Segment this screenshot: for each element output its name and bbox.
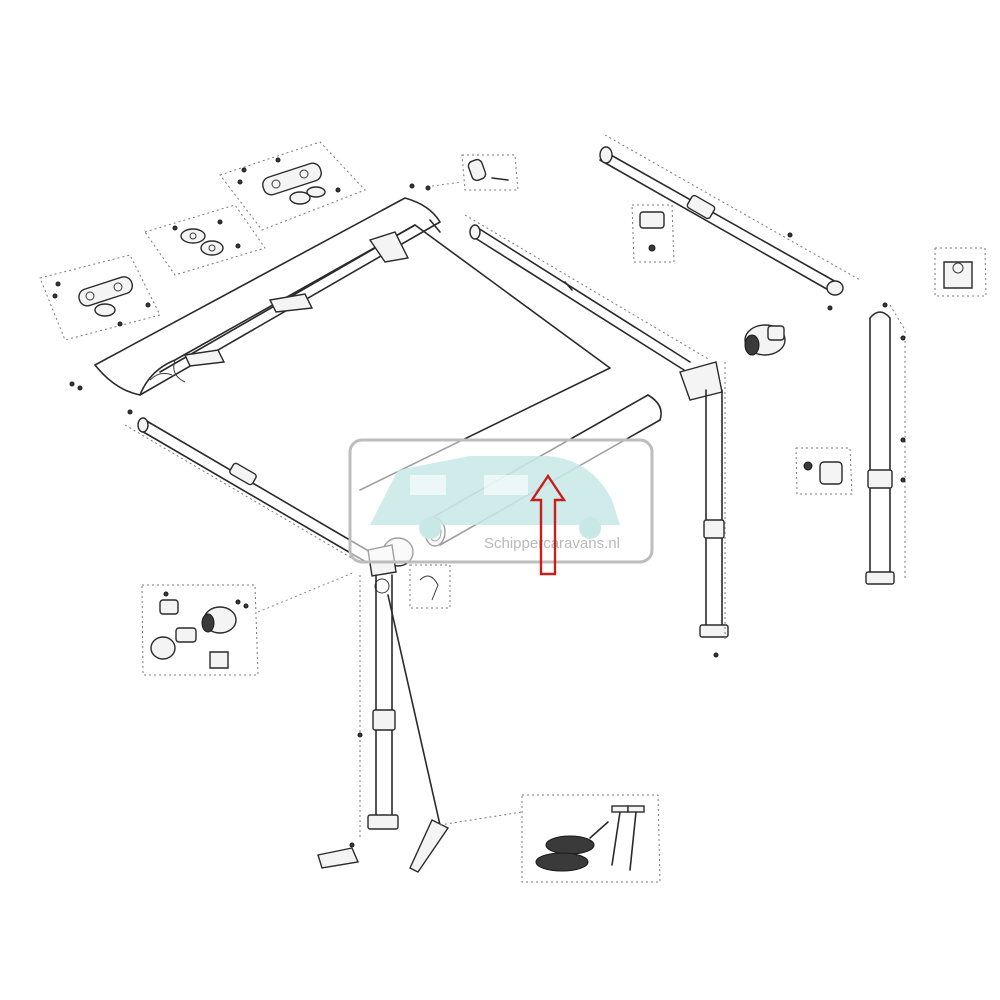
clip-kit xyxy=(631,204,675,263)
front-leg xyxy=(317,574,399,869)
upper-right-bar xyxy=(599,134,861,311)
joint-right xyxy=(744,324,786,356)
watermark-logo: Schippercaravans.nl xyxy=(348,438,654,564)
awning-canvas xyxy=(69,197,611,491)
rear-leg-center xyxy=(679,361,729,658)
rear-leg-right xyxy=(865,302,906,585)
end-cap-right xyxy=(934,247,987,297)
screw-set-top xyxy=(409,154,519,191)
highlight-arrow-up xyxy=(529,473,567,576)
strut-clip-detail xyxy=(409,564,451,609)
front-roof-bar xyxy=(124,409,373,563)
watermark-text: Schippercaravans.nl xyxy=(484,535,620,552)
bracket-kit-middle xyxy=(144,204,266,276)
bracket-kit-bottom xyxy=(39,254,161,341)
rear-roof-bar xyxy=(464,214,711,371)
accessory-kit xyxy=(521,794,661,883)
bracket-kit-top xyxy=(219,141,366,231)
tension-strut xyxy=(387,594,523,873)
hardware-kit-left xyxy=(141,571,356,676)
support-clip-kit xyxy=(795,447,853,495)
